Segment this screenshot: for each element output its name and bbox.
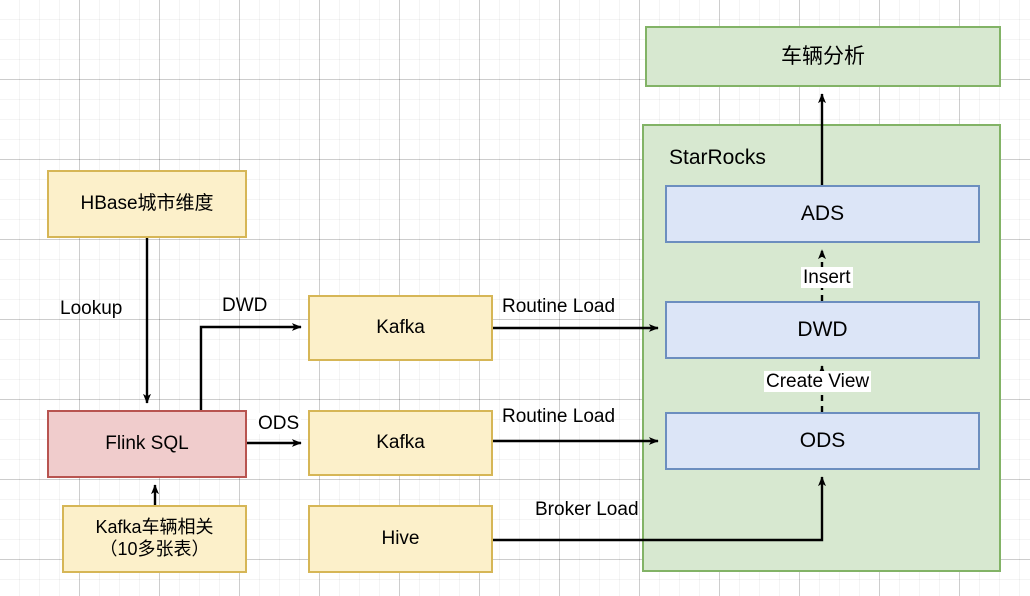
edge-label-create-view: Create View	[764, 371, 872, 392]
edge-label-broker-load: Broker Load	[535, 499, 639, 520]
node-kafka-dwd[interactable]: Kafka	[308, 295, 493, 361]
edge-label-insert: Insert	[801, 267, 853, 288]
edge-label-routine-load-dwd: Routine Load	[502, 296, 616, 317]
node-kafka-vehicle-source[interactable]: Kafka车辆相关 （10多张表）	[62, 505, 247, 573]
node-dwd-starrocks[interactable]: DWD	[665, 301, 980, 359]
edge-label-lookup: Lookup	[60, 298, 123, 319]
node-flink-sql[interactable]: Flink SQL	[47, 410, 247, 478]
node-hbase-city-dimension[interactable]: HBase城市维度	[47, 170, 247, 238]
edge-flink-to-kafka-dwd	[199, 323, 302, 410]
node-hive[interactable]: Hive	[308, 505, 493, 573]
edge-label-ods: ODS	[256, 413, 302, 434]
node-ads[interactable]: ADS	[665, 185, 980, 243]
node-kafka-ods[interactable]: Kafka	[308, 410, 493, 476]
node-vehicle-analysis[interactable]: 车辆分析	[645, 26, 1001, 87]
node-ods-starrocks[interactable]: ODS	[665, 412, 980, 470]
starrocks-title: StarRocks	[669, 146, 766, 169]
edge-label-dwd: DWD	[222, 295, 268, 316]
edge-label-routine-load-ods: Routine Load	[502, 406, 616, 427]
